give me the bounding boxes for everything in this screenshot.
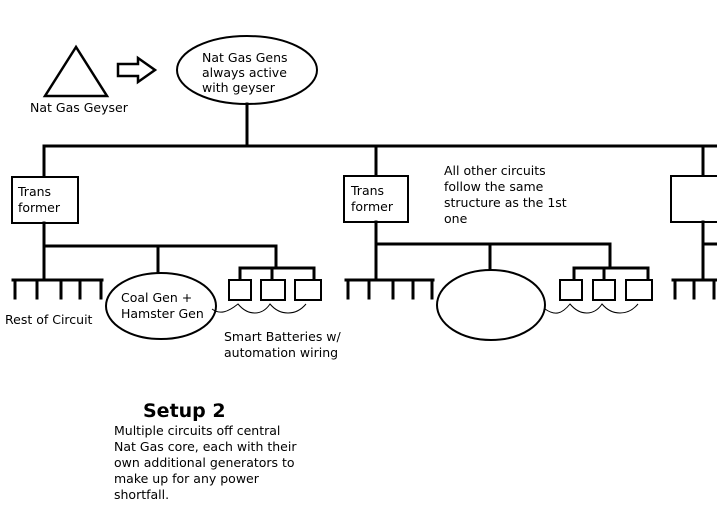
setup-description-line: Multiple circuits off central [114, 423, 280, 438]
transformer-2-label-1: Trans [350, 183, 384, 198]
rest-of-circuit-label: Rest of Circuit [5, 312, 93, 327]
smart-battery-icon [559, 279, 583, 301]
nat-gas-gens-label-1: Nat Gas Gens [202, 50, 288, 65]
nat-gas-gens-label-3: with geyser [202, 80, 276, 95]
smart-battery-icon [294, 279, 322, 301]
setup-description-line: shortfall. [114, 487, 169, 502]
circuit-2-note-4: one [444, 211, 468, 226]
transformer-box-3 [670, 175, 717, 223]
smart-battery-icon [592, 279, 616, 301]
batteries-label-2: automation wiring [224, 345, 338, 360]
setup-description-line: Nat Gas core, each with their [114, 439, 297, 454]
transformer-2-label-2: former [351, 199, 394, 214]
circuit-2-note-3: structure as the 1st [444, 195, 567, 210]
transformer-1-label-2: former [18, 200, 61, 215]
automation-wiring [544, 303, 639, 314]
setup-description-line: make up for any power [114, 471, 260, 486]
generator-label-2: Hamster Gen [121, 306, 204, 321]
smart-battery-icon [625, 279, 653, 301]
right-arrow-icon [116, 55, 158, 85]
circuit-2-generator-ellipse [436, 269, 546, 341]
coal-hamster-gen-ellipse [105, 272, 217, 340]
automation-wiring [211, 303, 307, 314]
smart-battery-icon [228, 279, 252, 301]
setup-title: Setup 2 [143, 400, 226, 422]
setup-description-line: own additional generators to [114, 455, 295, 470]
circuit-2-note-2: follow the same [444, 179, 544, 194]
transformer-1-label-1: Trans [17, 184, 51, 199]
geyser-label: Nat Gas Geyser [30, 100, 129, 115]
transformer-box-1 [11, 176, 79, 224]
circuit-2-note-1: All other circuits [444, 163, 546, 178]
smart-battery-icon [260, 279, 286, 301]
generator-label-1: Coal Gen + [121, 290, 192, 305]
batteries-label-1: Smart Batteries w/ [224, 329, 342, 344]
triangle-icon [42, 44, 110, 98]
nat-gas-gens-label-2: always active [202, 65, 287, 80]
